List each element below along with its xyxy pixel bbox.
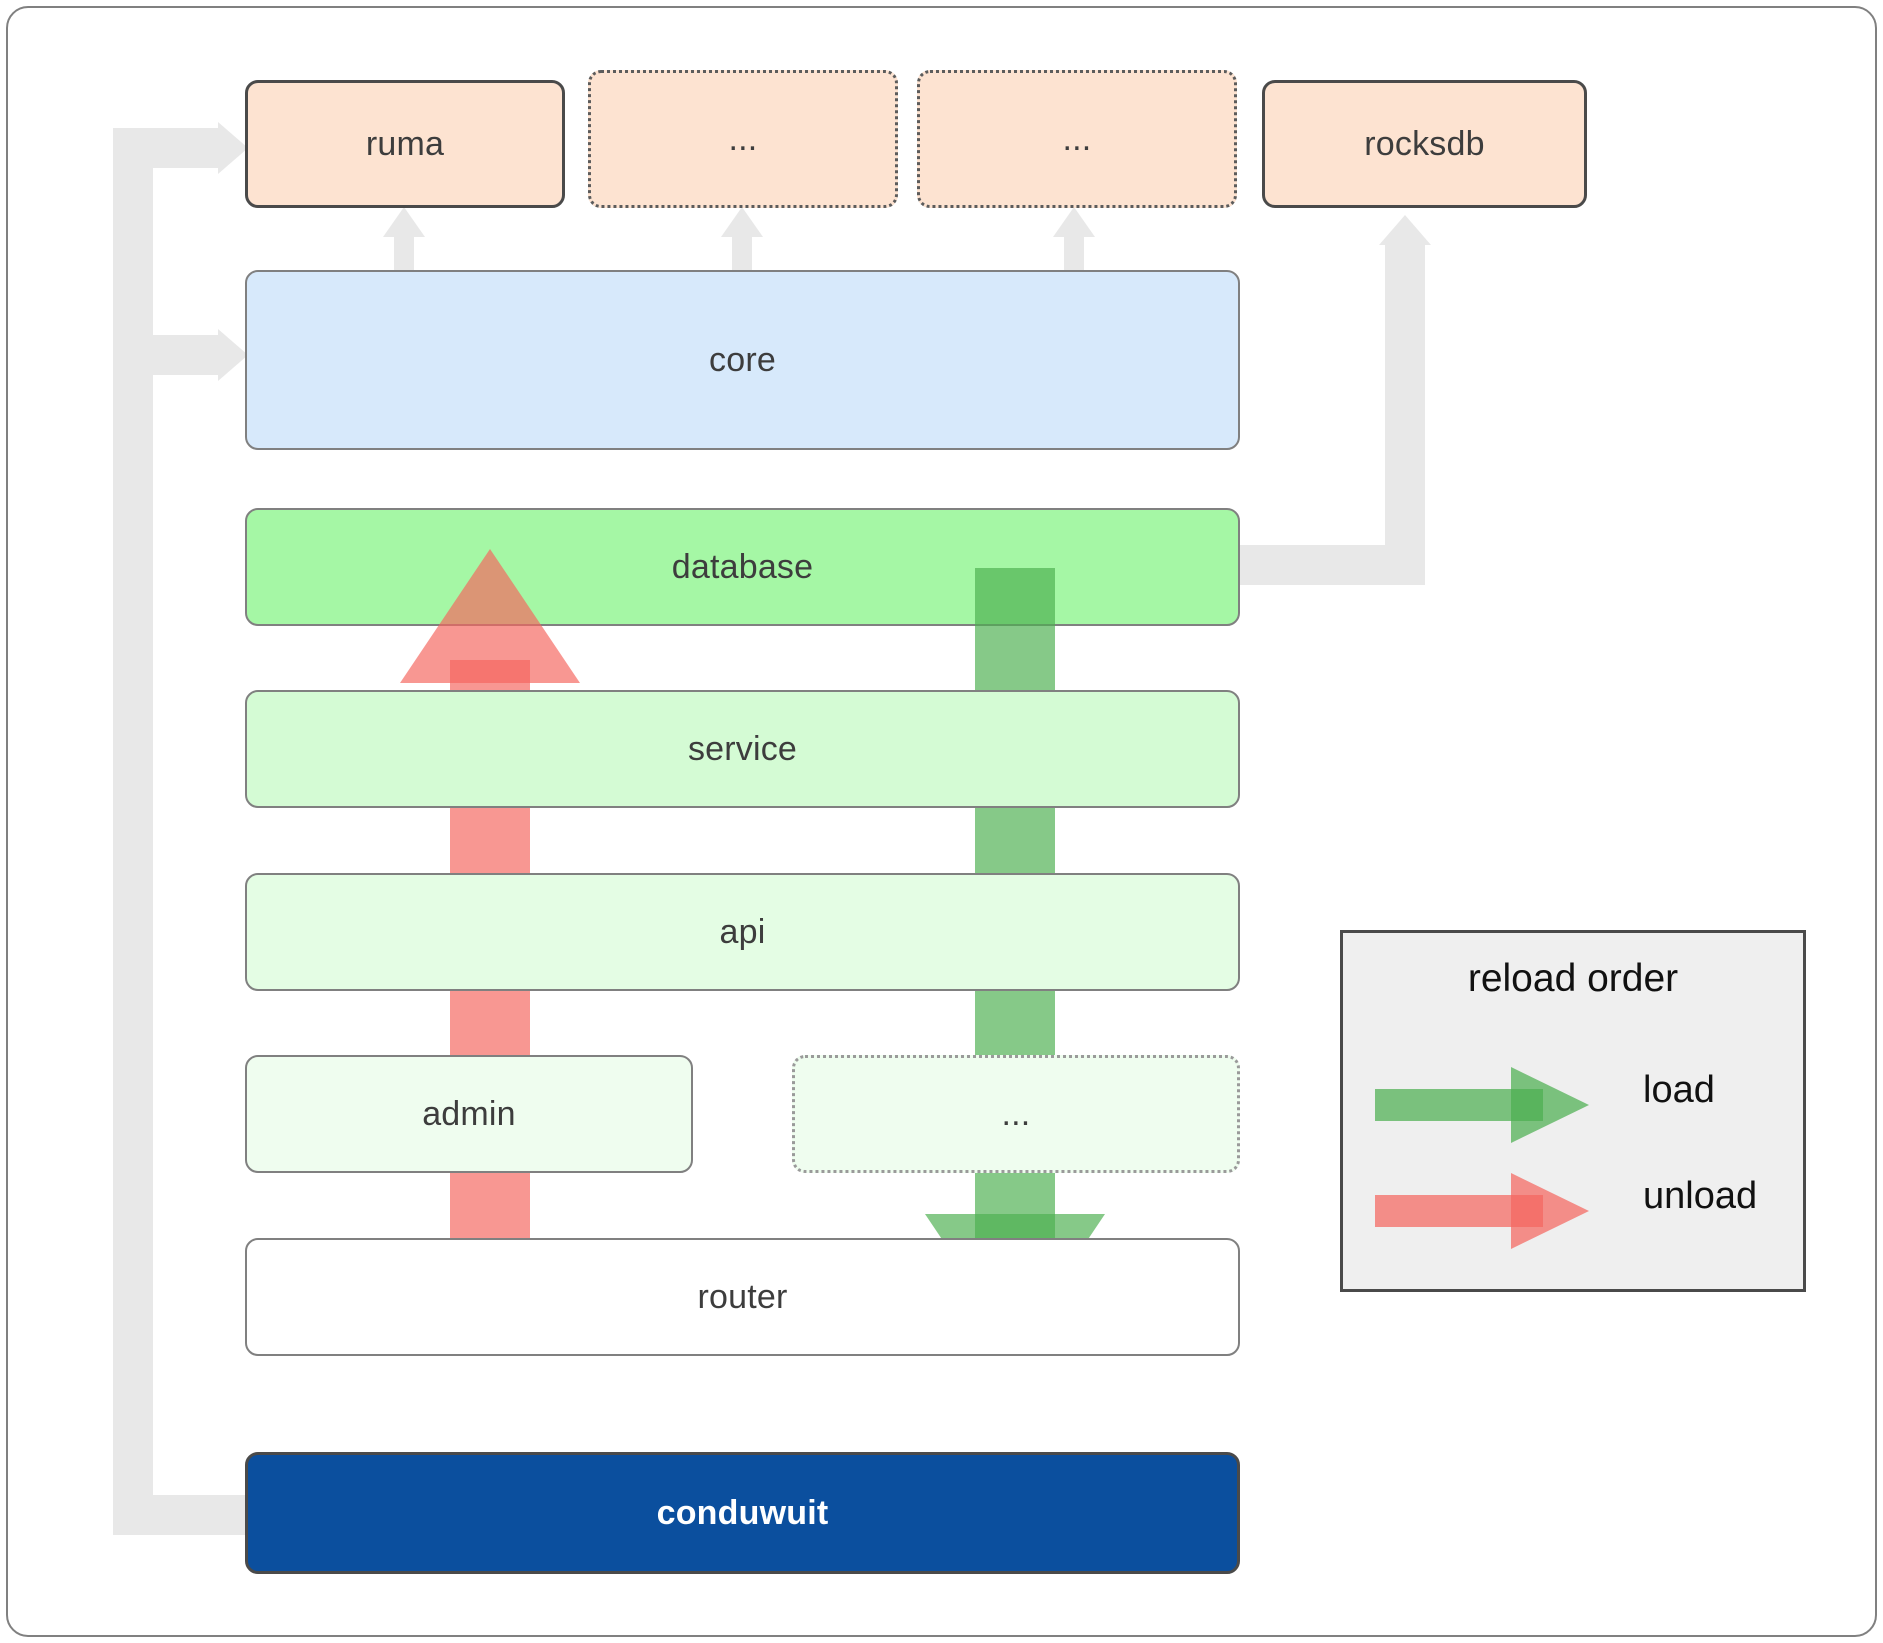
legend-panel: reload order load unload xyxy=(1340,930,1806,1292)
core-to-ruma-arrowhead xyxy=(383,207,425,237)
node-service[interactable]: service xyxy=(245,690,1240,808)
node-label-dependency-placeholder-1: ... xyxy=(728,119,758,158)
node-label-api: api xyxy=(719,912,766,951)
node-rocksdb[interactable]: rocksdb xyxy=(1262,80,1587,208)
left-connector-vertical-lower xyxy=(113,1250,153,1535)
node-core[interactable]: core xyxy=(245,270,1240,450)
node-api[interactable]: api xyxy=(245,873,1240,991)
node-label-core: core xyxy=(709,340,776,379)
legend-row-unload: unload xyxy=(1343,1161,1803,1261)
left-connector-arrowhead-ruma xyxy=(218,122,248,174)
core-to-dep2-arrowhead xyxy=(721,207,763,237)
left-connector-arrowhead-core xyxy=(218,329,248,381)
node-ruma[interactable]: ruma xyxy=(245,80,565,208)
legend-load-arrow-head xyxy=(1511,1067,1589,1143)
legend-title: reload order xyxy=(1467,957,1679,1000)
node-label-ruma: ruma xyxy=(365,124,445,163)
legend-unload-arrow-head xyxy=(1511,1173,1589,1249)
left-connector-branch-ruma xyxy=(113,128,218,168)
node-label-rocksdb: rocksdb xyxy=(1364,124,1485,163)
right-connector-arrowhead-rocksdb xyxy=(1379,215,1431,245)
node-admin[interactable]: admin xyxy=(245,1055,693,1173)
node-label-dependency-placeholder-2: ... xyxy=(1062,119,1092,158)
legend-label-unload: unload xyxy=(1643,1175,1758,1217)
legend-row-load: load xyxy=(1343,1055,1803,1155)
diagram-frame xyxy=(6,6,1877,1637)
node-database[interactable]: database xyxy=(245,508,1240,626)
node-label-router: router xyxy=(697,1277,788,1316)
node-label-conduwuit: conduwuit xyxy=(656,1493,829,1532)
node-label-stack-placeholder: ... xyxy=(1001,1094,1031,1133)
unload-arrow-head xyxy=(400,549,580,683)
core-to-dep3-arrowhead xyxy=(1053,207,1095,237)
legend-label-load: load xyxy=(1643,1069,1715,1111)
node-label-service: service xyxy=(687,729,798,768)
right-connector-vertical xyxy=(1385,245,1425,585)
node-label-admin: admin xyxy=(422,1094,516,1133)
left-connector-vertical xyxy=(113,128,153,1268)
node-conduwuit[interactable]: conduwuit xyxy=(245,1452,1240,1574)
left-connector-branch-core xyxy=(113,335,218,375)
core-to-dep2-shaft xyxy=(732,235,752,275)
node-router[interactable]: router xyxy=(245,1238,1240,1356)
node-label-database: database xyxy=(671,547,814,586)
node-dependency-placeholder-1[interactable]: ... xyxy=(588,70,898,208)
core-to-ruma-shaft xyxy=(394,235,414,275)
node-dependency-placeholder-2[interactable]: ... xyxy=(917,70,1237,208)
node-stack-placeholder[interactable]: ... xyxy=(792,1055,1240,1173)
core-to-dep3-shaft xyxy=(1064,235,1084,275)
